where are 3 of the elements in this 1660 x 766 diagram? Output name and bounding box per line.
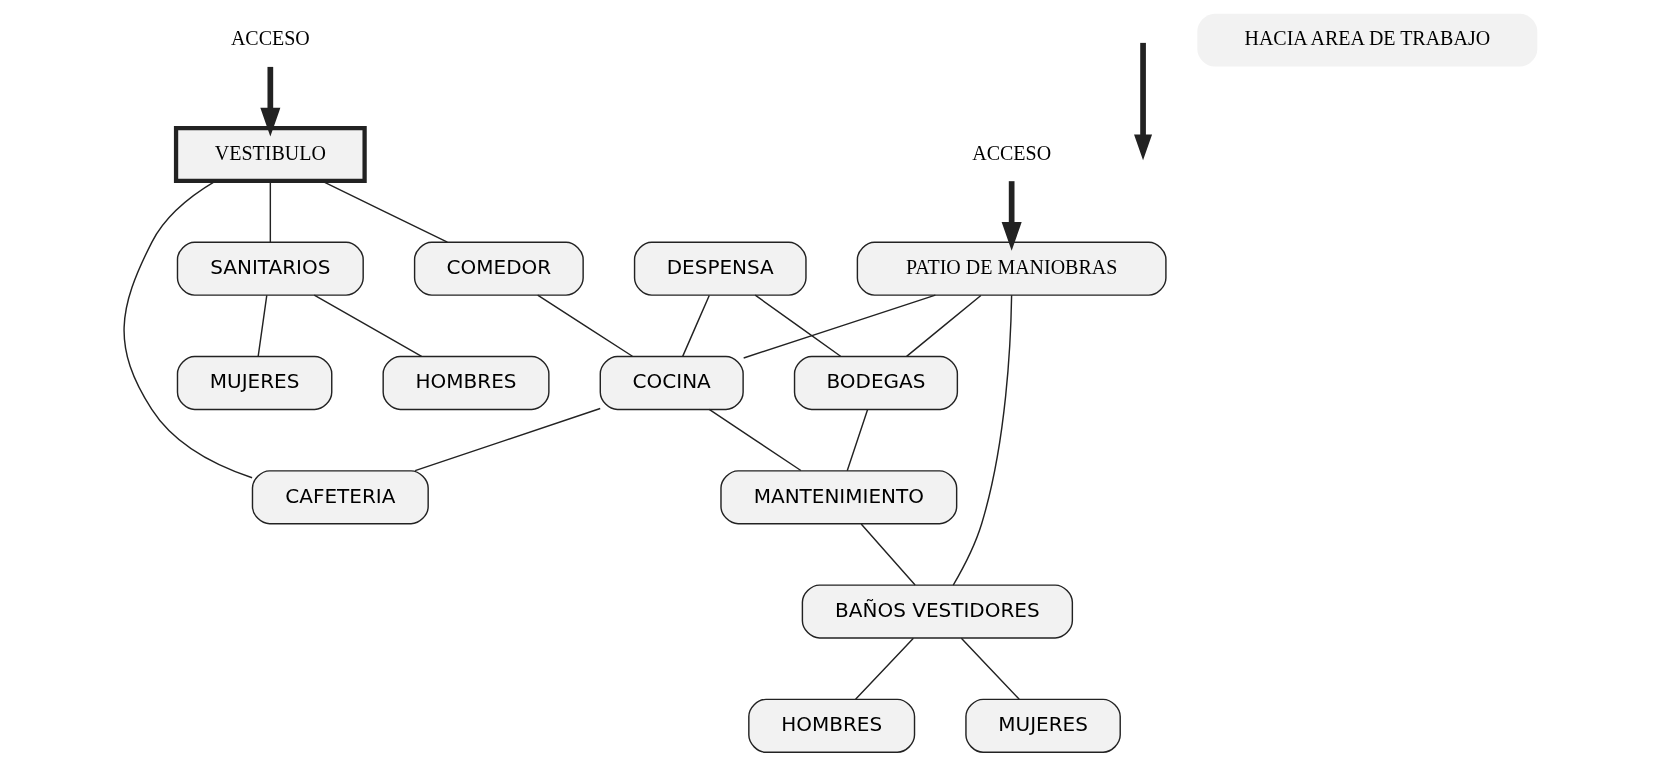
node-text: ACCESO (230, 27, 310, 50)
node-text: ACCESO (971, 141, 1051, 164)
legend-label: HACIA AREA DE TRABAJO (1244, 27, 1490, 50)
